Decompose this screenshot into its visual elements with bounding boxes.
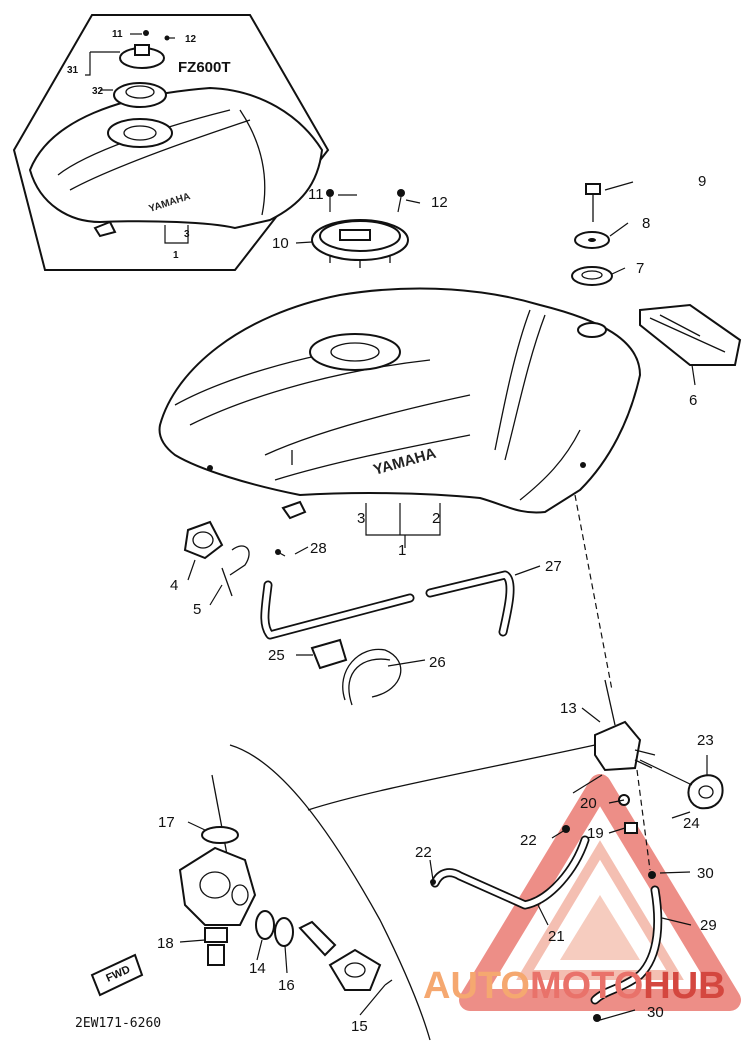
watermark-text: AUTOMOTOHUB — [423, 965, 726, 1007]
callout-12: 12 — [431, 194, 448, 211]
leader-24 — [671, 811, 691, 819]
callout-29: 29 — [700, 917, 717, 934]
callout-30-bottom: 30 — [647, 1004, 664, 1021]
watermark-auto: AUTO — [423, 965, 530, 1007]
leader-tank-to-cock — [574, 494, 613, 691]
callout-21: 21 — [548, 928, 565, 945]
callout-15: 15 — [351, 1018, 368, 1035]
fuel-tank: YAMAHA — [158, 287, 642, 520]
callout-23: 23 — [697, 732, 714, 749]
inset-callout-32: 32 — [92, 86, 104, 97]
callout-25: 25 — [268, 647, 285, 664]
callout-6: 6 — [689, 392, 697, 409]
callout-7: 7 — [636, 260, 644, 277]
hose-27 — [260, 570, 515, 640]
callout-3: 3 — [357, 510, 365, 527]
callout-5: 5 — [193, 601, 201, 618]
leader-detail — [307, 744, 596, 811]
clip-band — [310, 638, 402, 706]
rear-mount-parts — [571, 183, 613, 286]
callout-9: 9 — [698, 173, 706, 190]
part-code: 2EW171-6260 — [75, 1016, 161, 1031]
detail-bracket — [229, 744, 431, 1041]
callout-20: 20 — [580, 795, 597, 812]
fuel-cock-13 — [594, 679, 656, 772]
watermark-moto: MOTO — [530, 965, 643, 1007]
hose-29 — [590, 769, 663, 1022]
breather-parts — [183, 520, 286, 597]
callout-30-top: 30 — [697, 865, 714, 882]
svg-text:AUTOMOTOHUB: AUTOMOTOHUB — [423, 965, 726, 1007]
cover-23 — [687, 774, 724, 810]
callout-26: 26 — [429, 654, 446, 671]
model-label: FZ600T — [178, 59, 231, 76]
callout-22-right: 22 — [520, 832, 537, 849]
callout-16: 16 — [278, 977, 295, 994]
inset-callout-11: 11 — [112, 29, 123, 40]
callout-28: 28 — [310, 540, 327, 557]
leader-cock-to-cover — [639, 759, 693, 786]
inset-fz600t: YAMAHA FZ600T 11 12 31 32 3 1 — [12, 14, 330, 271]
inset-callout-31: 31 — [67, 65, 79, 76]
callout-1: 1 — [398, 542, 406, 559]
damper-6 — [639, 303, 742, 366]
callout-22-left: 22 — [415, 844, 432, 861]
callout-19: 19 — [587, 825, 604, 842]
inset-callout-3: 3 — [184, 229, 190, 240]
callout-13: 13 — [560, 700, 577, 717]
callout-11: 11 — [308, 186, 324, 203]
callout-17: 17 — [158, 814, 175, 831]
leader-lines — [179, 181, 708, 1021]
inset-callout-12: 12 — [185, 34, 197, 45]
callout-27: 27 — [545, 558, 562, 575]
callout-10: 10 — [272, 235, 289, 252]
callout-4: 4 — [170, 577, 178, 594]
fwd-arrow: FWD — [90, 953, 144, 997]
callout-18: 18 — [157, 935, 174, 952]
callout-2: 2 — [432, 510, 440, 527]
callout-14: 14 — [249, 960, 266, 977]
watermark-hub: HUB — [643, 965, 725, 1007]
fuel-cap-assembly — [311, 189, 409, 268]
fuel-cock-exploded — [178, 774, 393, 991]
hose-21 — [430, 825, 590, 910]
callout-24: 24 — [683, 815, 700, 832]
inset-callout-1: 1 — [173, 250, 179, 261]
callout-8: 8 — [642, 215, 650, 232]
